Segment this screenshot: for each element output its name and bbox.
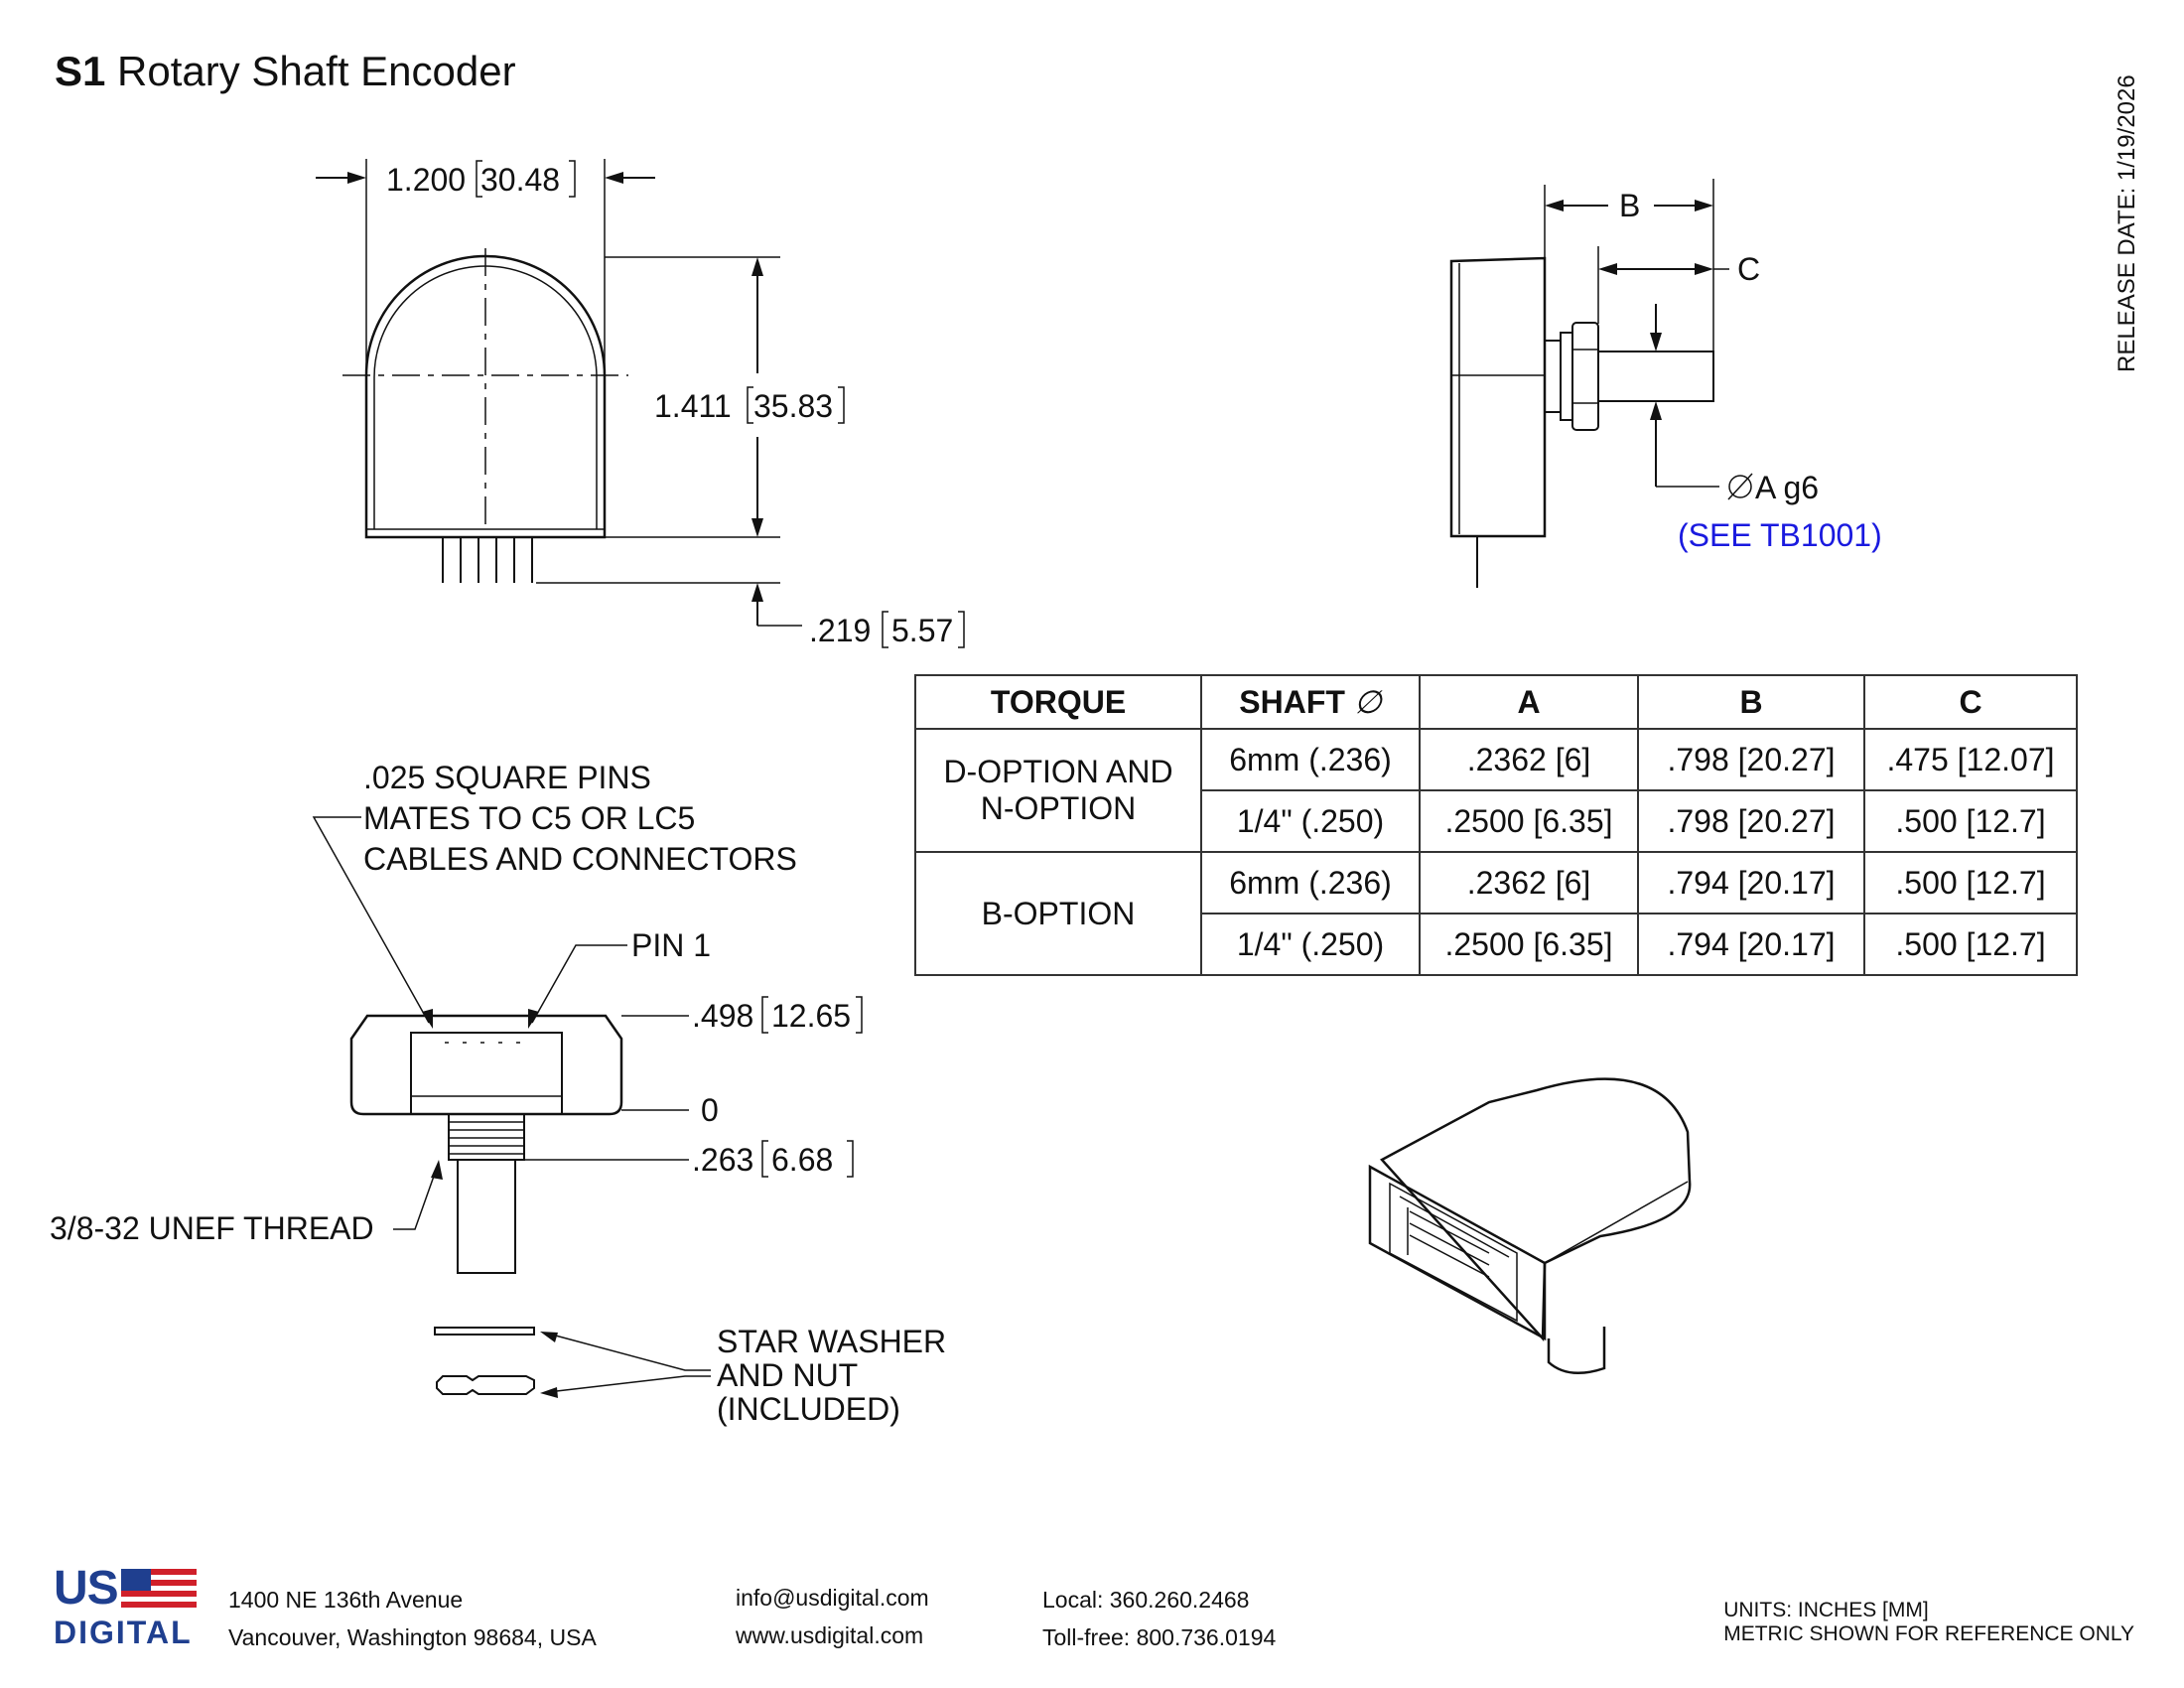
- hardware-note-line1: STAR WASHER: [717, 1324, 946, 1359]
- units-note: UNITS: INCHES [MM] METRIC SHOWN FOR REFE…: [1723, 1599, 2134, 1646]
- width-dim-mm: 30.48: [480, 162, 560, 198]
- cell-c: .500 [12.7]: [1863, 851, 2078, 914]
- hardware-note-line2: AND NUT: [717, 1357, 858, 1393]
- cell-shaft: 1/4" (.250): [1200, 789, 1421, 853]
- pin-dim-in: .219: [809, 613, 871, 648]
- dim-c-label: C: [1737, 251, 1760, 287]
- bottom-view: .025 SQUARE PINS MATES TO C5 OR LC5 CABL…: [50, 760, 946, 1427]
- cell-b: .798 [20.27]: [1637, 728, 1865, 791]
- address-line1: 1400 NE 136th Avenue: [228, 1587, 464, 1613]
- flag-icon: [121, 1569, 197, 1609]
- cell-a: .2500 [6.35]: [1419, 789, 1639, 853]
- cell-b: .794 [20.17]: [1637, 913, 1865, 976]
- hardware-note-line3: (INCLUDED): [717, 1391, 900, 1427]
- height-dim-in: 1.411: [654, 388, 732, 424]
- address-block: 1400 NE 136th Avenue Vancouver, Washingt…: [228, 1581, 597, 1656]
- width-dim-in: 1.200: [386, 162, 466, 198]
- pins-note-line3: CABLES AND CONNECTORS: [363, 841, 797, 877]
- dim-thread-mm: 6.68: [771, 1142, 833, 1178]
- pins-note-line2: MATES TO C5 OR LC5: [363, 800, 695, 836]
- address-line2: Vancouver, Washington 98684, USA: [228, 1624, 597, 1650]
- cell-a: .2500 [6.35]: [1419, 913, 1639, 976]
- header-shaft: SHAFT ∅: [1200, 674, 1421, 730]
- page-title: S1 Rotary Shaft Encoder: [55, 48, 516, 94]
- web-block: info@usdigital.com www.usdigital.com: [736, 1579, 929, 1654]
- pin-dim-mm: 5.57: [891, 613, 953, 648]
- us-digital-logo[interactable]: US DIGITAL: [52, 1562, 201, 1650]
- email-link[interactable]: info@usdigital.com: [736, 1585, 929, 1611]
- table-row: 1/4" (.250) .2500 [6.35] .794 [20.17] .5…: [915, 913, 2078, 976]
- isometric-view: [1368, 1077, 1692, 1375]
- website-link[interactable]: www.usdigital.com: [736, 1622, 924, 1648]
- table-row: 1/4" (.250) .2500 [6.35] .798 [20.27] .5…: [915, 789, 2078, 853]
- shaft-dia-label: A g6: [1755, 470, 1819, 505]
- header-b: B: [1637, 674, 1865, 730]
- cell-b: .798 [20.27]: [1637, 789, 1865, 853]
- cell-shaft: 6mm (.236): [1200, 728, 1421, 791]
- dim-b-label: B: [1619, 188, 1640, 223]
- cell-shaft: 6mm (.236): [1200, 851, 1421, 914]
- cell-c: .500 [12.7]: [1863, 789, 2078, 853]
- height-dim-mm: 35.83: [753, 388, 833, 424]
- tollfree-phone: Toll-free: 800.736.0194: [1042, 1624, 1277, 1650]
- pins-note-line1: .025 SQUARE PINS: [363, 760, 651, 795]
- front-view: 1.200 30.48 1.411 35.83 .219: [316, 159, 965, 648]
- release-date: RELEASE DATE: 1/19/2026: [2114, 74, 2140, 372]
- header-torque: TORQUE: [914, 674, 1202, 730]
- cell-c: .475 [12.07]: [1863, 728, 2078, 791]
- cell-a: .2362 [6]: [1419, 851, 1639, 914]
- header-c: C: [1863, 674, 2078, 730]
- side-view: B C A g6 (SEE TB1001): [1449, 179, 1882, 588]
- phone-block: Local: 360.260.2468 Toll-free: 800.736.0…: [1042, 1581, 1276, 1656]
- diameter-icon: ∅: [1353, 684, 1382, 720]
- header-a: A: [1419, 674, 1639, 730]
- cell-a: .2362 [6]: [1419, 728, 1639, 791]
- table-row: B-OPTION 6mm (.236) .2362 [6] .794 [20.1…: [914, 851, 2078, 976]
- cell-c: .500 [12.7]: [1863, 913, 2078, 976]
- dim-top-mm: 12.65: [771, 998, 851, 1034]
- cell-b: .794 [20.17]: [1637, 851, 1865, 914]
- units-line2: METRIC SHOWN FOR REFERENCE ONLY: [1723, 1622, 2134, 1645]
- units-line1: UNITS: INCHES [MM]: [1723, 1599, 1929, 1621]
- pin1-label: PIN 1: [631, 927, 711, 963]
- cell-shaft: 1/4" (.250): [1200, 913, 1421, 976]
- thread-note: 3/8-32 UNEF THREAD: [50, 1210, 374, 1246]
- local-phone: Local: 360.260.2468: [1042, 1587, 1250, 1613]
- see-tb1001-link[interactable]: (SEE TB1001): [1678, 517, 1882, 553]
- dim-thread-in: .263: [692, 1142, 753, 1178]
- table-header-row: TORQUE SHAFT ∅ A B C: [914, 674, 2078, 730]
- torque-cell: B-OPTION: [914, 851, 1202, 976]
- dim-zero: 0: [701, 1092, 719, 1128]
- dim-top-in: .498: [692, 998, 753, 1034]
